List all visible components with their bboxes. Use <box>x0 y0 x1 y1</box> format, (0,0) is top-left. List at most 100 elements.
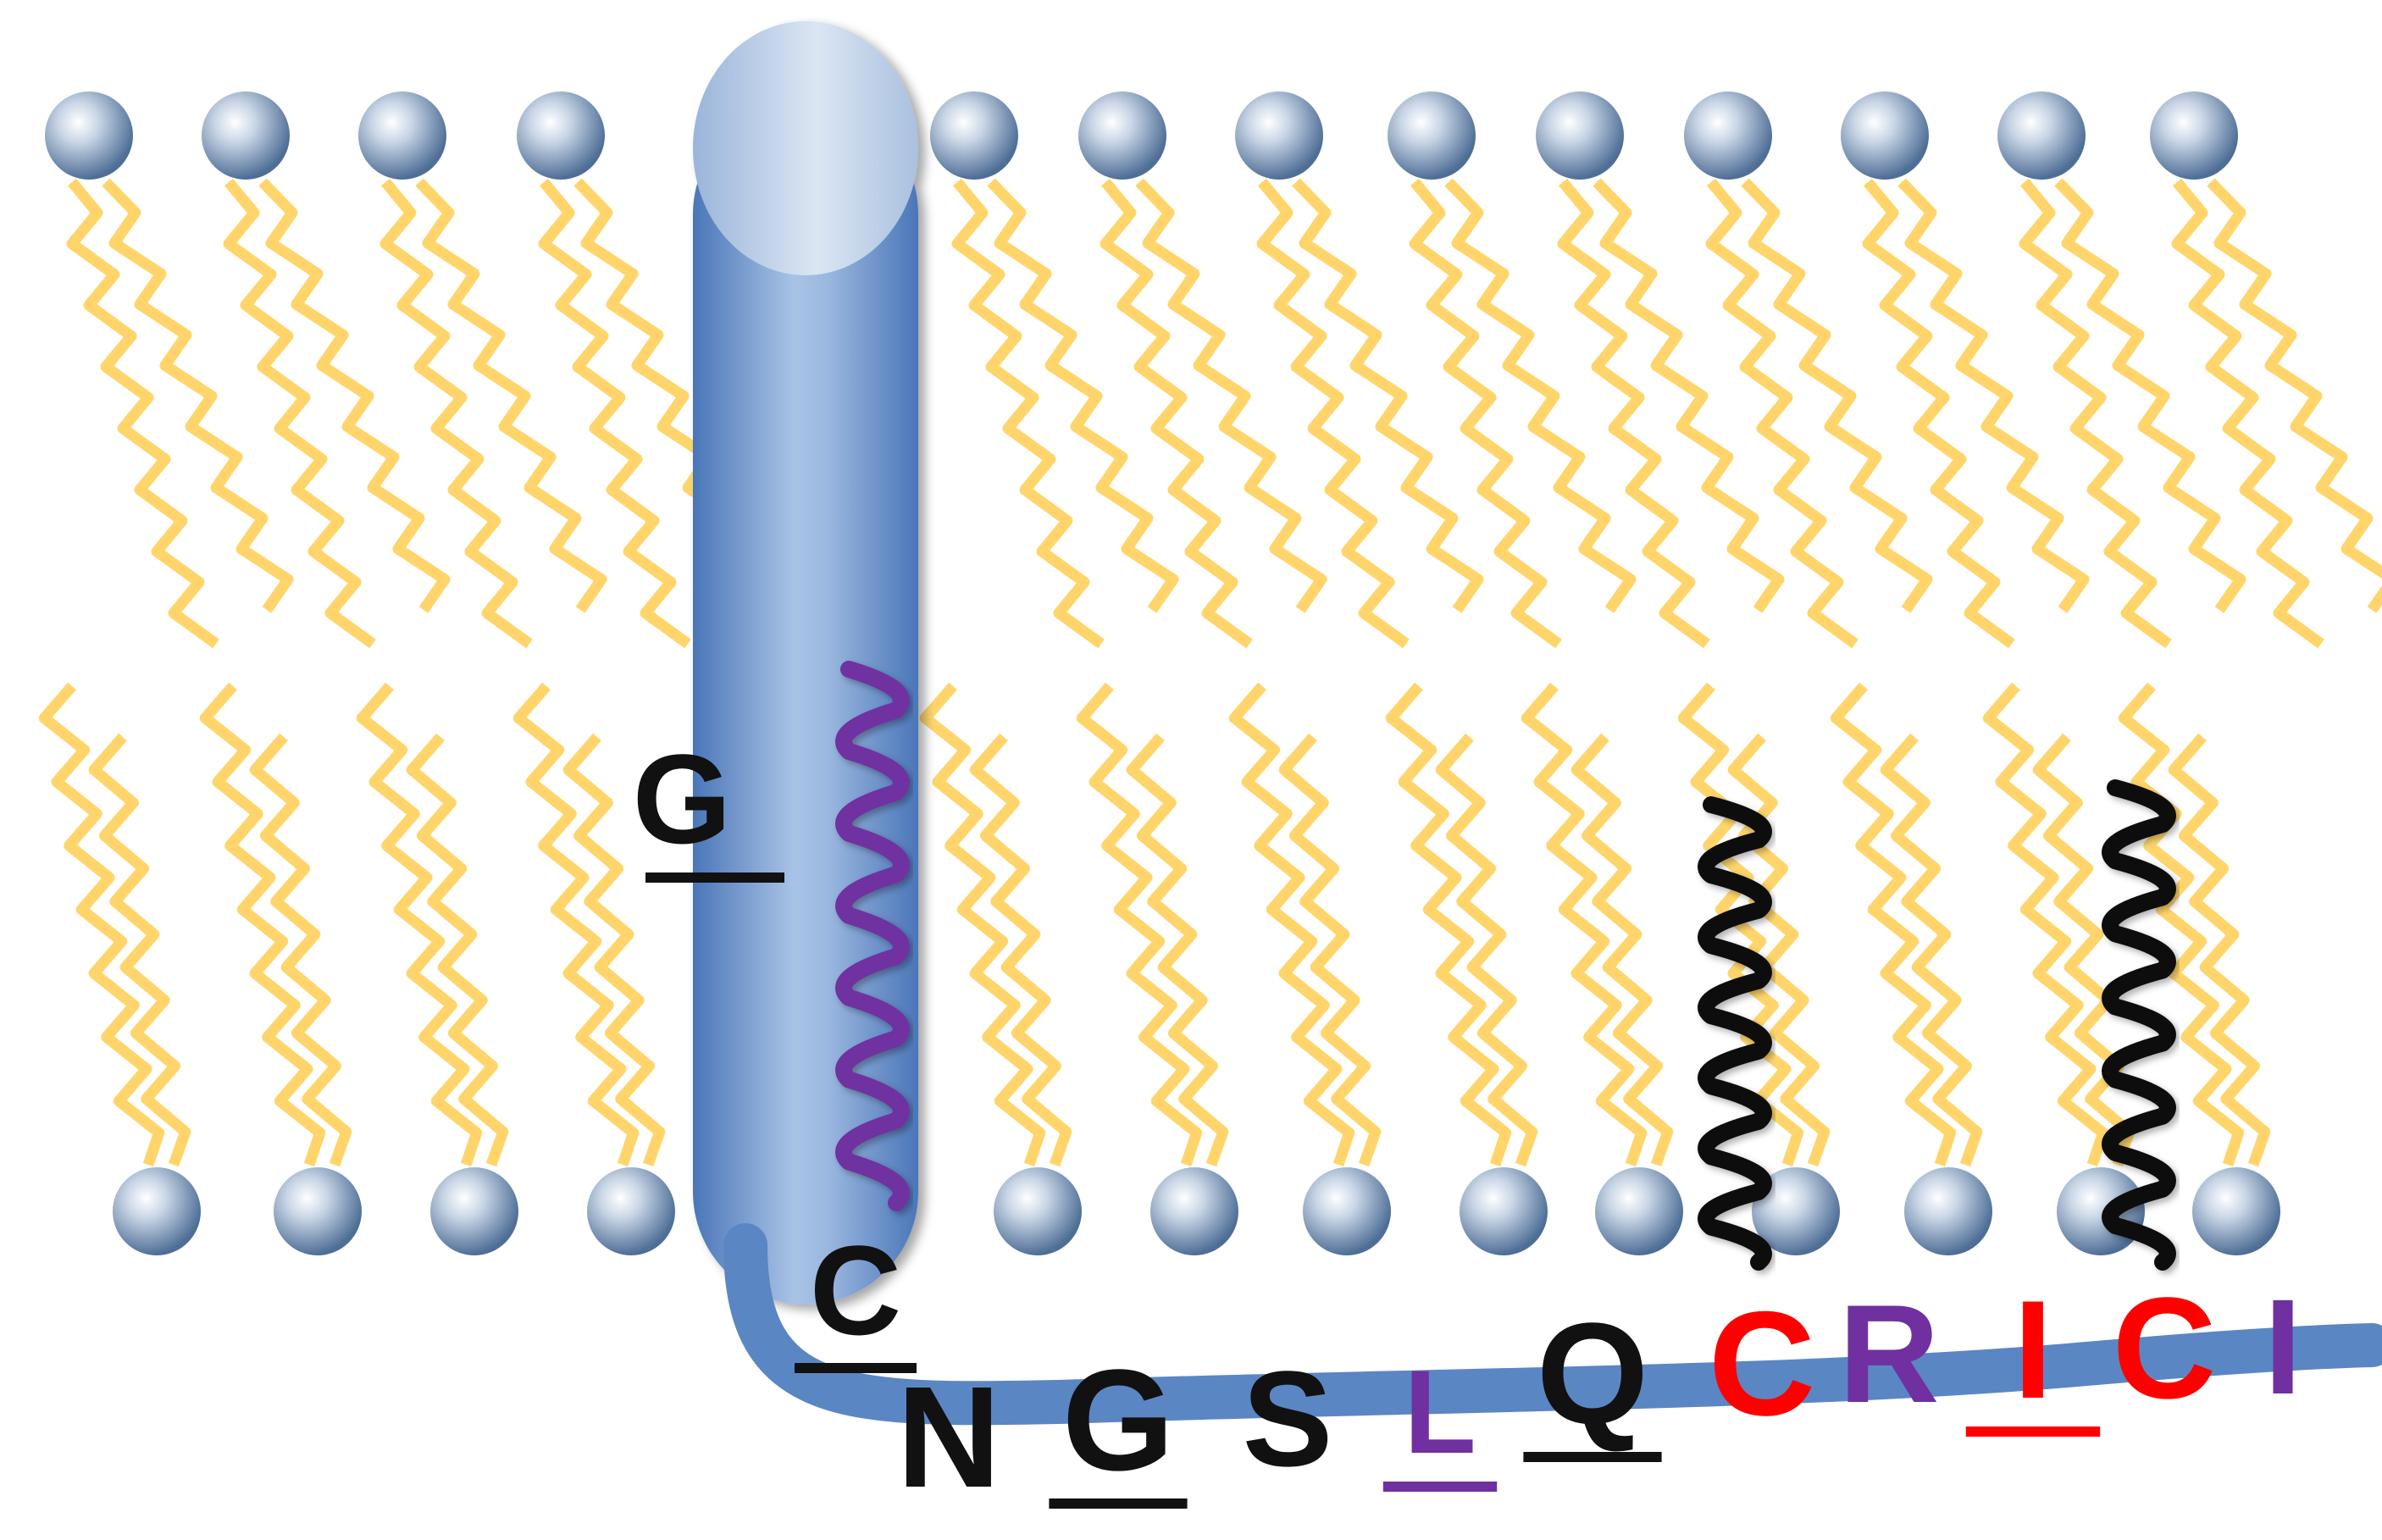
lipid-head-group <box>1904 1167 1992 1255</box>
lipid-tail <box>969 733 1072 1167</box>
sequence-residue: C <box>1709 1282 1815 1447</box>
sequence-residue: S <box>1243 1343 1333 1494</box>
sequence-residue: Q <box>1523 1293 1662 1462</box>
lipid-head-group <box>1536 91 1624 180</box>
lipid-tail <box>1292 178 1484 613</box>
sequence-residue: R <box>1838 1276 1939 1432</box>
lipid-tail <box>919 682 1046 1167</box>
lipid-head-group <box>274 1167 362 1255</box>
lipid-head-group <box>1078 91 1166 180</box>
sequence-residue-letter: Q <box>1537 1293 1648 1454</box>
sequence-residue: I <box>2264 1271 2302 1422</box>
lipid-tail <box>406 733 509 1167</box>
lipid-head-group <box>994 1167 1082 1255</box>
lipid-tail <box>538 178 691 649</box>
sequence-residue: L <box>1382 1345 1498 1492</box>
lipid-tail <box>2168 733 2271 1167</box>
lipid-tail <box>1385 682 1512 1167</box>
lipid-tail <box>1126 733 1229 1167</box>
lipid-tail <box>562 733 666 1167</box>
lipid-tail <box>1521 682 1648 1167</box>
lipid-tail <box>1228 682 1355 1167</box>
lipid-head-group <box>1150 1167 1238 1255</box>
sequence-residue-letter: I <box>2264 1271 2302 1422</box>
lipid-head-group <box>1388 91 1476 180</box>
black-lipid-anchor-1 <box>1698 796 1772 1271</box>
lipid-tail <box>1705 178 1859 649</box>
lipid-tail <box>1880 733 1983 1167</box>
lipid-tail <box>2118 682 2245 1167</box>
lipid-tail <box>1593 178 1785 613</box>
lipid-tail <box>415 178 607 613</box>
lipid-tail <box>102 178 294 613</box>
lipid-head-group <box>358 91 446 180</box>
lipid-head-group <box>517 91 605 180</box>
lipid-tail <box>951 178 1105 649</box>
lipid-tail <box>2207 178 2382 613</box>
lipid-head-group <box>1460 1167 1548 1255</box>
lipid-tail <box>199 682 326 1167</box>
lipid-head-group <box>1841 91 1929 180</box>
sequence-residue-letter: N <box>897 1357 1001 1518</box>
lipid-tail <box>66 178 219 649</box>
lipid-tail <box>1435 733 1538 1167</box>
transmembrane-residue-label: G <box>633 728 732 870</box>
lipid-tail <box>1444 178 1637 613</box>
sequence-residue-letter: C <box>810 1219 901 1361</box>
cytoplasmic-tail <box>723 1223 2382 1426</box>
lipid-tail <box>2171 178 2324 649</box>
sequence-residue: I <box>1965 1271 2101 1437</box>
lipid-tail <box>1862 178 2015 649</box>
sequence-residue-letter: S <box>1243 1343 1333 1494</box>
lipid-tail <box>987 178 1179 613</box>
lipid-head-group <box>587 1167 675 1255</box>
sequence-residue-letter: R <box>1838 1276 1939 1432</box>
lipid-tail <box>1557 178 1710 649</box>
lower-leaflet-head-groups <box>113 1167 2280 1255</box>
lipid-tail <box>1409 178 1562 649</box>
sequence-residue-letter: C <box>2113 1268 2217 1429</box>
lipid-tail <box>2019 178 2172 649</box>
lipid-tail <box>1982 682 2109 1167</box>
lipid-head-group <box>1997 91 2086 180</box>
sequence-residue-letter: L <box>1404 1345 1476 1478</box>
lipid-tail <box>356 682 483 1167</box>
sequence-residue: C <box>795 1219 917 1373</box>
transmembrane-residue: G <box>633 728 784 883</box>
lipid-tail <box>1570 733 1674 1167</box>
sequence-residue: G <box>1049 1340 1188 1509</box>
lipid-tail <box>1727 733 1831 1167</box>
purple-lipid-anchor <box>835 661 910 1211</box>
lipid-tail <box>1741 178 1933 613</box>
lipid-tail <box>258 178 451 613</box>
lipid-tail <box>2054 178 2246 613</box>
lipid-tail <box>88 733 191 1167</box>
lipid-tail <box>1076 682 1203 1167</box>
lipid-head-group <box>1303 1167 1391 1255</box>
lipid-tail <box>1677 682 1804 1167</box>
lipid-head-group <box>1752 1167 1840 1255</box>
lipid-tail <box>379 178 533 649</box>
lipid-tail <box>249 733 352 1167</box>
lipid-tail <box>1256 178 1410 649</box>
lipid-head-group <box>113 1167 201 1255</box>
lipid-tail <box>1278 733 1382 1167</box>
lipid-tail <box>223 178 376 649</box>
lipid-tail <box>1100 178 1253 649</box>
lipid-tail <box>1830 682 1957 1167</box>
lipid-tail <box>1897 178 2090 613</box>
black-lipid-anchor-2 <box>2102 779 2176 1271</box>
lipid-head-group <box>430 1167 518 1255</box>
transmembrane-helix <box>693 21 918 1305</box>
sequence-residue-letter: I <box>2014 1271 2052 1427</box>
lipid-tail <box>1135 178 1327 613</box>
sequence-residue: C <box>2113 1268 2217 1429</box>
lipid-tail <box>38 682 165 1167</box>
lipid-head-group <box>2192 1167 2280 1255</box>
sequence-residue-letter: G <box>1062 1340 1174 1501</box>
lipid-head-group <box>1595 1167 1683 1255</box>
lipid-tail <box>2032 733 2135 1167</box>
lipid-head-group <box>2057 1167 2145 1255</box>
